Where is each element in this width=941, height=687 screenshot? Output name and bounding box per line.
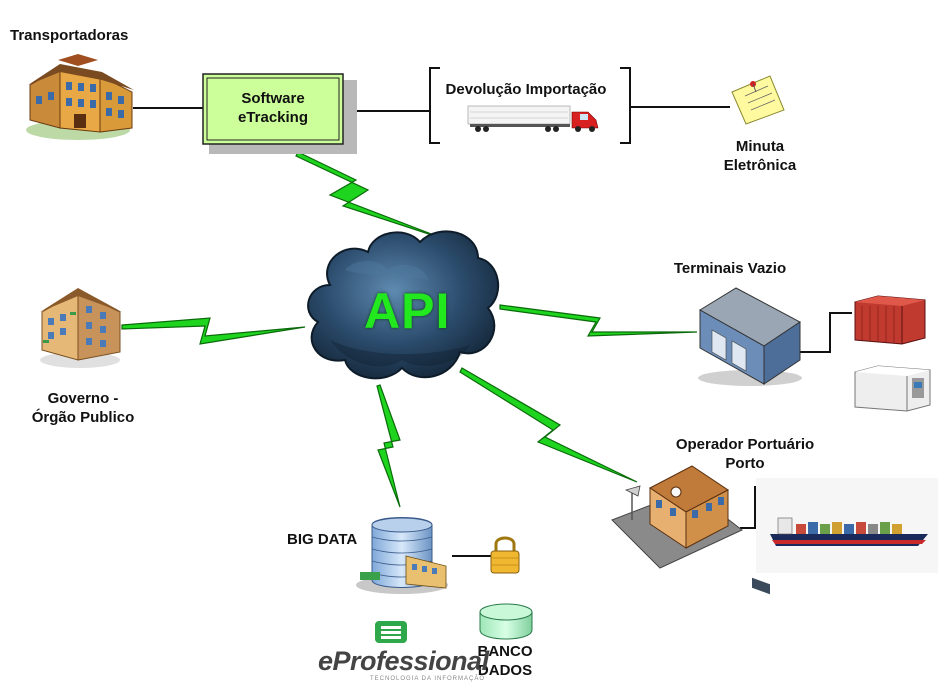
governo-line1: Governo - [47, 390, 119, 407]
lightning-api-operador [459, 367, 638, 483]
big-data-label: BIG DATA [287, 531, 358, 548]
governo-line2: Órgão Publico [31, 409, 135, 426]
lightning-software-api [295, 151, 448, 241]
banco-line2: DADOS [477, 662, 533, 679]
office-tower-icon [356, 517, 448, 594]
banco-line1: BANCO [477, 643, 533, 660]
eprofessional-logo-text: eProfessional [318, 646, 489, 676]
devolucao-importacao-label: Devolução Importação [445, 81, 607, 98]
lightning-governo-api [121, 317, 306, 345]
eprofessional-tagline: TECNOLOGIA DA INFORMAÇÃO [370, 676, 486, 682]
building-icon [40, 288, 122, 368]
banco-dados-label: BANCO DADOS [470, 642, 540, 680]
software-etracking-label: Software eTracking [203, 89, 343, 127]
building-icon [26, 54, 134, 140]
devolucao-box [429, 67, 631, 144]
minuta-eletronica-label: Minuta Eletrônica [705, 137, 815, 175]
eprofessional-logo-icon [375, 621, 407, 643]
terminais-vazio-label: Terminais Vazio [673, 260, 787, 277]
lightning-api-bigdata [376, 384, 401, 508]
storm-cloud-icon [307, 230, 500, 380]
truck-icon [467, 105, 599, 132]
warehouse-icon [698, 287, 802, 595]
lightning-api-terminais [499, 304, 698, 337]
transportadoras-label: Transportadoras [10, 27, 129, 44]
software-line2: eTracking [237, 109, 309, 126]
container-icon [854, 295, 926, 345]
port-building-icon [611, 465, 743, 569]
governo-label: Governo - Órgão Publico [18, 389, 148, 427]
database-icon [479, 603, 533, 640]
container-icon [854, 365, 931, 412]
operador-line2: Porto [725, 455, 765, 472]
api-label: API [364, 283, 451, 339]
ship-icon [756, 478, 938, 573]
operador-portuario-label: Operador Portuário Porto [660, 435, 830, 473]
operador-line1: Operador Portuário [675, 436, 815, 453]
minuta-line2: Eletrônica [723, 157, 797, 174]
padlock-icon [490, 536, 520, 574]
minuta-line1: Minuta [735, 138, 785, 155]
connector-lines [133, 106, 852, 557]
software-etracking-box [202, 73, 357, 154]
lightning-connectors [121, 151, 698, 508]
software-line1: Software [241, 90, 305, 107]
bracket-terminais-containers [800, 312, 852, 353]
sticky-note-icon [731, 75, 785, 125]
